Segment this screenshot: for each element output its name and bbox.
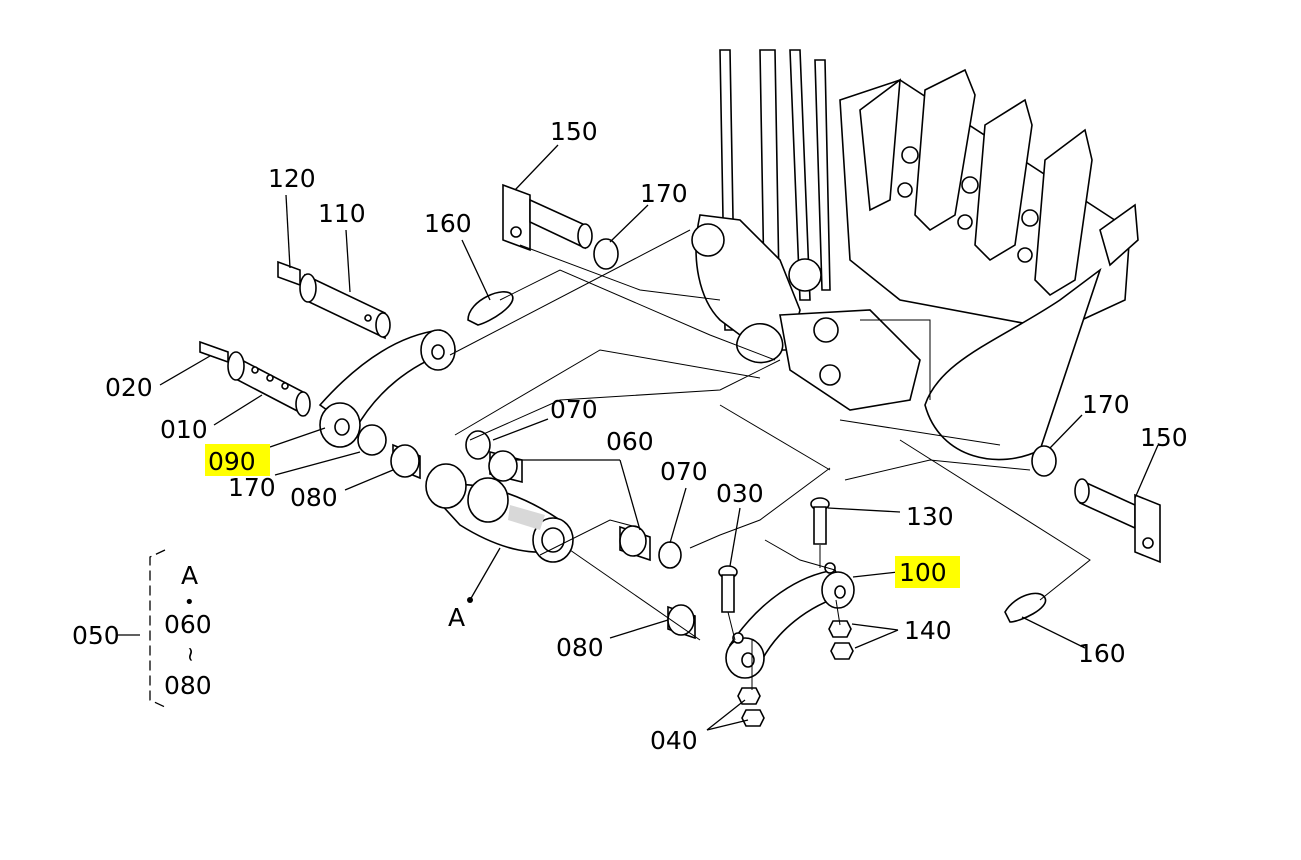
label-group-tilde: ~ (179, 646, 203, 663)
label-130: 130 (906, 502, 954, 531)
label-020: 020 (105, 373, 153, 402)
pin-110 (277, 260, 391, 340)
pin-150-right (1074, 478, 1161, 564)
bushing-080-left (390, 443, 421, 480)
group-050-bracket (149, 549, 166, 708)
washer-170-top (593, 238, 619, 270)
washer-070-top (465, 430, 491, 460)
label-080-bottom: 080 (556, 633, 604, 662)
label-140: 140 (904, 616, 952, 645)
label-group-dot: • (184, 592, 195, 613)
label-detail-a: A (448, 603, 465, 632)
label-010: 010 (160, 415, 208, 444)
bushing-060-mid (619, 525, 651, 562)
bushing-060-top (488, 450, 523, 484)
label-170-top: 170 (640, 179, 688, 208)
bolt-030 (718, 565, 738, 613)
bucket-drawing (691, 49, 1139, 461)
label-150-top: 150 (550, 117, 598, 146)
label-170-left: 170 (228, 473, 276, 502)
highlight-100 (895, 556, 960, 588)
clip-160-left (467, 291, 514, 326)
label-160-right: 160 (1078, 639, 1126, 668)
label-group-a: A (181, 561, 198, 590)
label-160-left: 160 (424, 209, 472, 238)
link-090 (318, 329, 457, 448)
clip-160-right (1004, 592, 1047, 623)
highlight-090 (205, 444, 270, 476)
washer-070-mid (658, 541, 682, 569)
label-group-060: 060 (164, 610, 212, 639)
washer-170-left (357, 424, 387, 456)
link-100 (725, 562, 855, 679)
link-a (425, 463, 574, 563)
nuts-040 (737, 687, 765, 727)
pin-010 (199, 340, 311, 417)
label-group-080: 080 (164, 671, 212, 700)
label-120: 120 (268, 164, 316, 193)
label-070-top: 070 (550, 395, 598, 424)
label-050: 050 (72, 621, 120, 650)
bushing-080-bottom (667, 604, 696, 640)
label-110: 110 (318, 199, 366, 228)
label-080-left: 080 (290, 483, 338, 512)
pin-150-top (502, 183, 593, 252)
label-090: 090 (208, 447, 256, 476)
label-170-right: 170 (1082, 390, 1130, 419)
label-150-right: 150 (1140, 423, 1188, 452)
nuts-140 (828, 620, 854, 660)
label-100: 100 (899, 558, 947, 587)
label-030: 030 (716, 479, 764, 508)
leader-lines (118, 144, 1159, 731)
label-060: 060 (606, 427, 654, 456)
assembly-lines (449, 229, 1091, 690)
bolt-130 (810, 497, 830, 545)
label-040: 040 (650, 726, 698, 755)
label-070-mid: 070 (660, 457, 708, 486)
washer-170-right (1031, 445, 1057, 477)
